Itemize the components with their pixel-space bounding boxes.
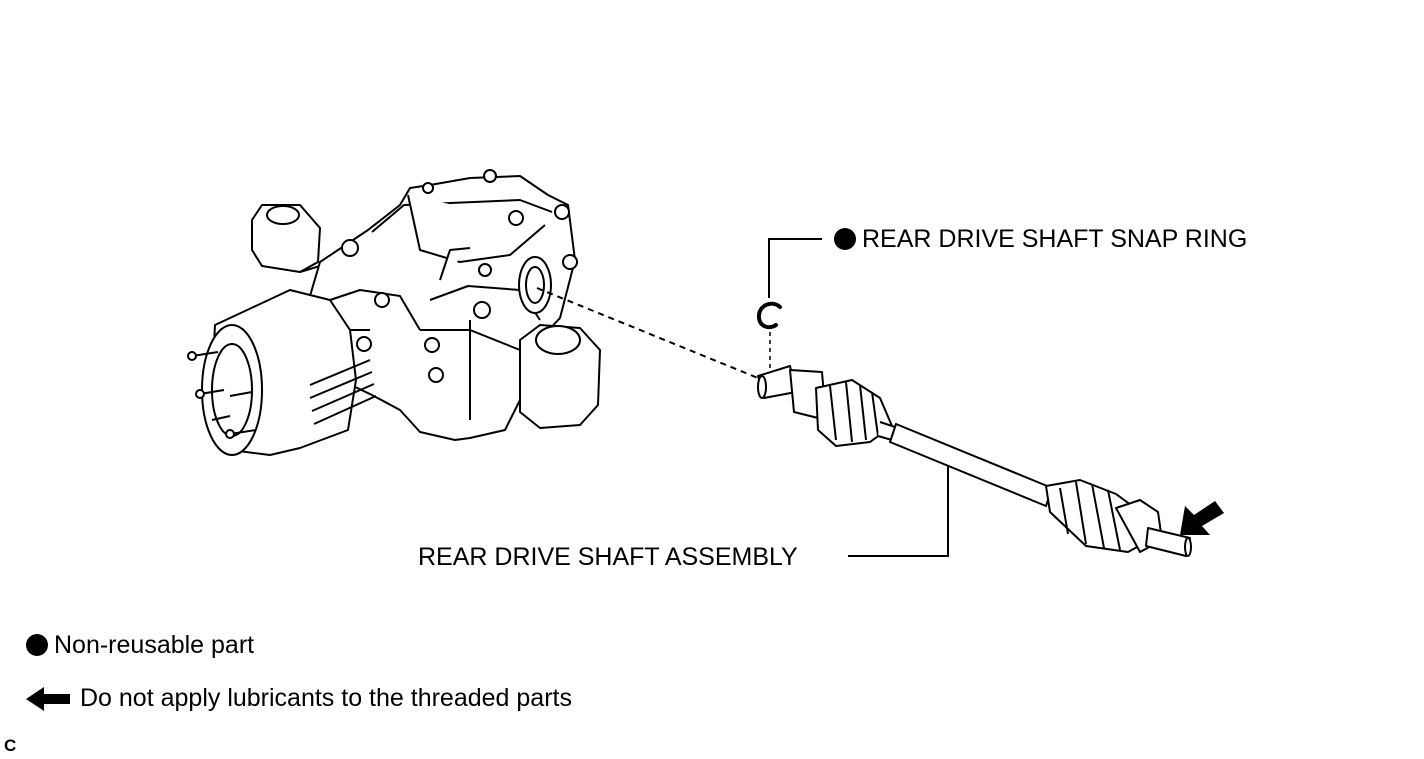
filled-circle-icon <box>834 228 856 250</box>
install-path-line <box>536 287 759 379</box>
assembly-label: REAR DRIVE SHAFT ASSEMBLY <box>418 543 798 571</box>
legend-no-lubricant-text: Do not apply lubricants to the threaded … <box>80 684 572 712</box>
snap-ring-leader-line <box>768 238 822 298</box>
snap-ring-drawing <box>756 301 782 330</box>
diagram-code: C <box>4 736 17 755</box>
snap-ring-label: REAR DRIVE SHAFT SNAP RING <box>834 224 1247 254</box>
left-arrow-icon <box>26 687 70 711</box>
legend-non-reusable-text: Non-reusable part <box>54 631 255 659</box>
snap-ring-label-text: REAR DRIVE SHAFT SNAP RING <box>862 225 1248 253</box>
filled-circle-icon <box>26 634 48 656</box>
legend-non-reusable: Non-reusable part <box>26 630 254 660</box>
assembly-leader-line <box>848 466 949 557</box>
no-lubricant-arrow-marker <box>1180 501 1224 535</box>
drive-shaft-drawing <box>757 365 1192 557</box>
rear-differential-drawing <box>187 169 601 456</box>
legend-no-lubricant: Do not apply lubricants to the threaded … <box>26 683 572 713</box>
